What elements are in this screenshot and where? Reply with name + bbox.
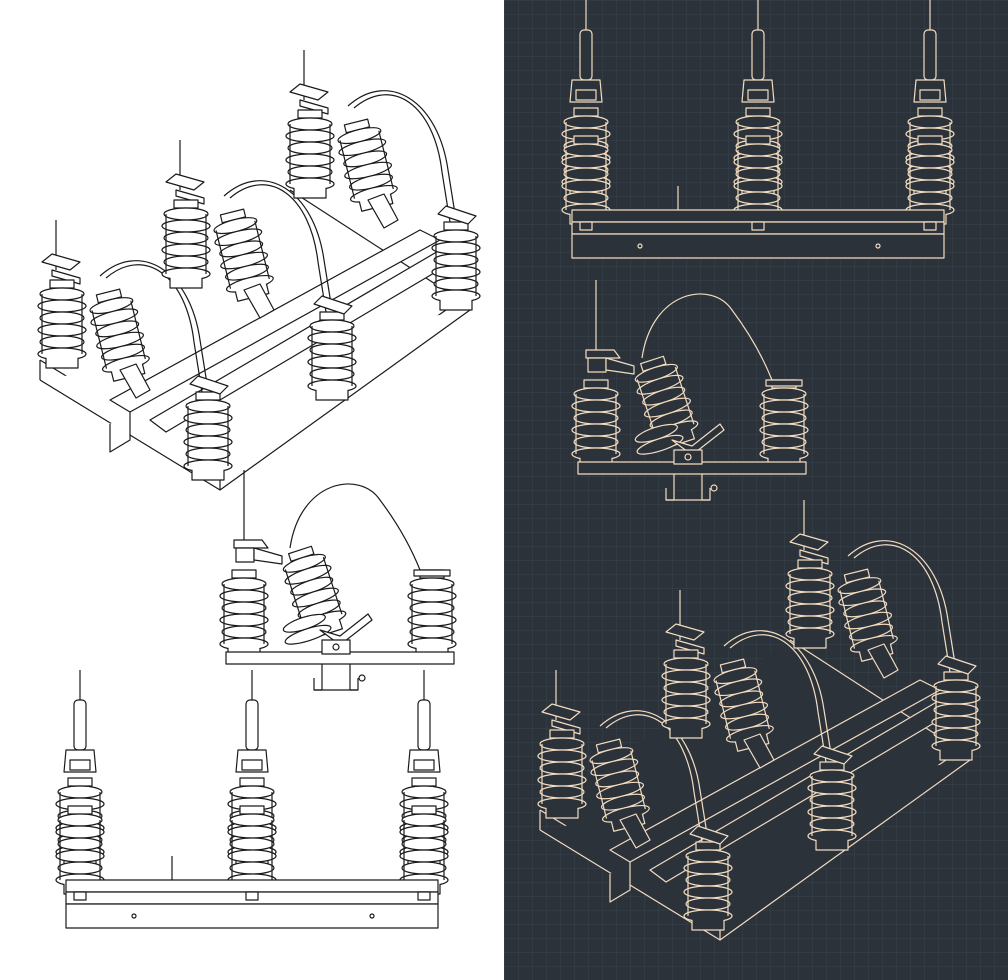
isometric-view — [38, 50, 480, 490]
front-view — [56, 670, 448, 928]
side-view — [220, 470, 456, 690]
